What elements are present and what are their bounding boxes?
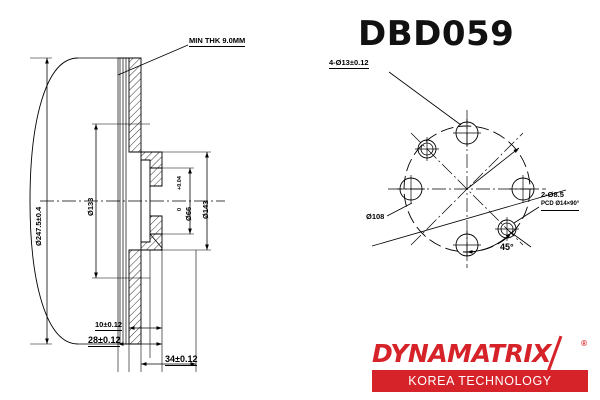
- annotation-thread-holes: 2-Ø8.5: [541, 190, 564, 199]
- annotation-thread-holes-detail: PCD Ø14×90°: [541, 200, 580, 211]
- annotation-thickness-10: 10±0.12: [95, 320, 123, 331]
- annotation-height-28: 28±0.12: [88, 335, 121, 347]
- annotation-inner-diameter-133: Ø133: [86, 197, 95, 216]
- registered-trademark-icon: ®: [581, 339, 587, 348]
- section-view-geometry: [29, 44, 225, 372]
- annotation-min-thickness: MIN THK 9.0MM: [189, 36, 246, 47]
- annotation-outer-diameter: Ø247.5±0.4: [34, 206, 43, 246]
- annotation-angle: 45°: [500, 242, 514, 252]
- annotation-hub-diameter-143: Ø143: [201, 200, 210, 219]
- annotation-bore-tolerance-upper: +0.04: [177, 176, 183, 190]
- annotation-bolt-holes: 4-Ø13±0.12: [329, 58, 369, 69]
- brand-logo: DYNAMATRIX ® KOREA TECHNOLOGY: [372, 335, 588, 394]
- annotation-overall-height-34: 34±0.12: [165, 354, 198, 366]
- face-view-geometry: [371, 71, 567, 268]
- part-number: DBD059: [358, 14, 515, 54]
- brand-tagline: KOREA TECHNOLOGY: [372, 370, 588, 392]
- annotation-pitch-circle-diameter: Ø108: [366, 212, 385, 221]
- annotation-bore-diameter: Ø66: [184, 206, 193, 221]
- brand-name: DYNAMATRIX: [372, 339, 551, 368]
- annotation-bore-tolerance-lower: 0: [177, 207, 183, 211]
